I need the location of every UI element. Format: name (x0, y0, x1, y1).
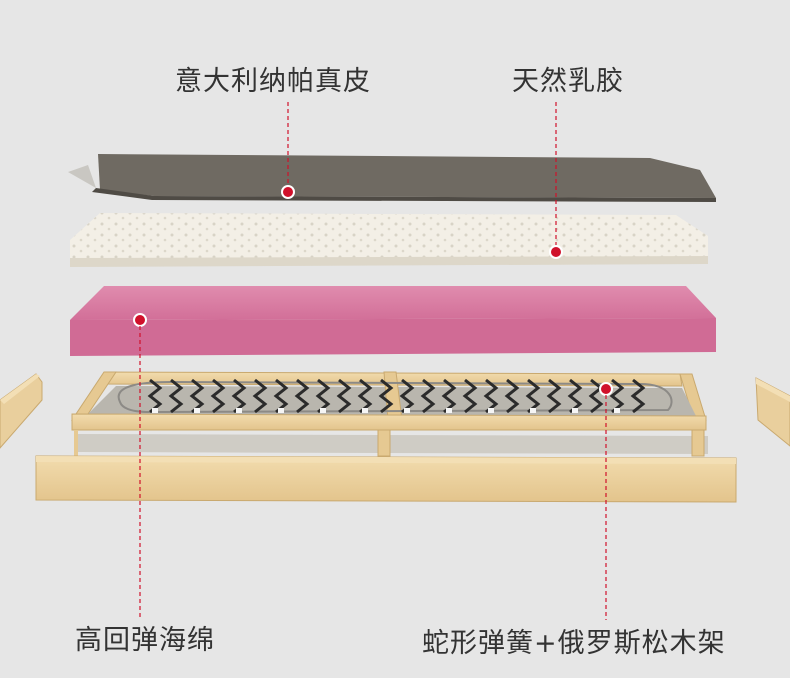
spring-coil (336, 378, 352, 414)
spring-coil (567, 378, 583, 414)
spring-coil (420, 378, 436, 414)
spring-clip (572, 408, 578, 413)
spring-coil (609, 378, 625, 414)
spring-coil (441, 378, 457, 414)
spring-coil (462, 378, 478, 414)
leather-layer (68, 154, 716, 202)
label-latex: 天然乳胶 (512, 66, 624, 97)
spring-clip (194, 408, 200, 413)
spring-clip (152, 408, 158, 413)
spring-coil (504, 378, 520, 414)
spring-coil (231, 378, 247, 414)
spring-coil (588, 378, 604, 414)
spring-clip (488, 408, 494, 413)
leather-edge (92, 188, 716, 202)
spring-coil (210, 378, 226, 414)
spring-coil (252, 378, 268, 414)
spring-coil (483, 378, 499, 414)
latex-edge (70, 256, 708, 267)
marker-leather (281, 185, 295, 199)
foam-layer (70, 286, 716, 356)
frame-front-rail (71, 413, 707, 431)
frame-side-left (0, 373, 43, 449)
spring-clip (320, 408, 326, 413)
spring-coil (189, 378, 205, 414)
foam-top (70, 286, 716, 320)
spring-border-wire (117, 380, 673, 414)
marker-spring (599, 382, 613, 396)
spring-coil (546, 378, 562, 414)
spring-coil (378, 378, 394, 414)
marker-foam (133, 313, 147, 327)
serpentine-springs (117, 378, 673, 414)
spring-coil (315, 378, 331, 414)
spring-clip (446, 408, 452, 413)
spring-coil (273, 378, 289, 414)
spring-coil (147, 378, 163, 414)
spring-clip (236, 408, 242, 413)
spring-coil (294, 378, 310, 414)
spring-coil (168, 378, 184, 414)
label-foam: 高回弹海绵 (75, 625, 215, 656)
spring-coil (357, 378, 373, 414)
spring-clip (278, 408, 284, 413)
label-leather: 意大利纳帕真皮 (175, 66, 371, 97)
label-spring-frame: 蛇形弹簧+俄罗斯松木架 (422, 628, 726, 659)
spring-coil (630, 378, 646, 414)
spring-clip (530, 408, 536, 413)
spring-clip (404, 408, 410, 413)
frame-lower-gap (74, 434, 708, 454)
leather-curl (68, 165, 96, 188)
spring-frame (35, 371, 737, 503)
spring-coil (399, 378, 415, 414)
frame-side-right (755, 377, 790, 447)
latex-layer (70, 213, 708, 267)
marker-latex (549, 245, 563, 259)
foam-side (70, 318, 716, 356)
spring-clip (614, 408, 620, 413)
spring-coil (525, 378, 541, 414)
callouts (133, 102, 613, 620)
spring-clip (362, 408, 368, 413)
latex-holes (70, 213, 708, 265)
leather-sheet (98, 154, 716, 198)
